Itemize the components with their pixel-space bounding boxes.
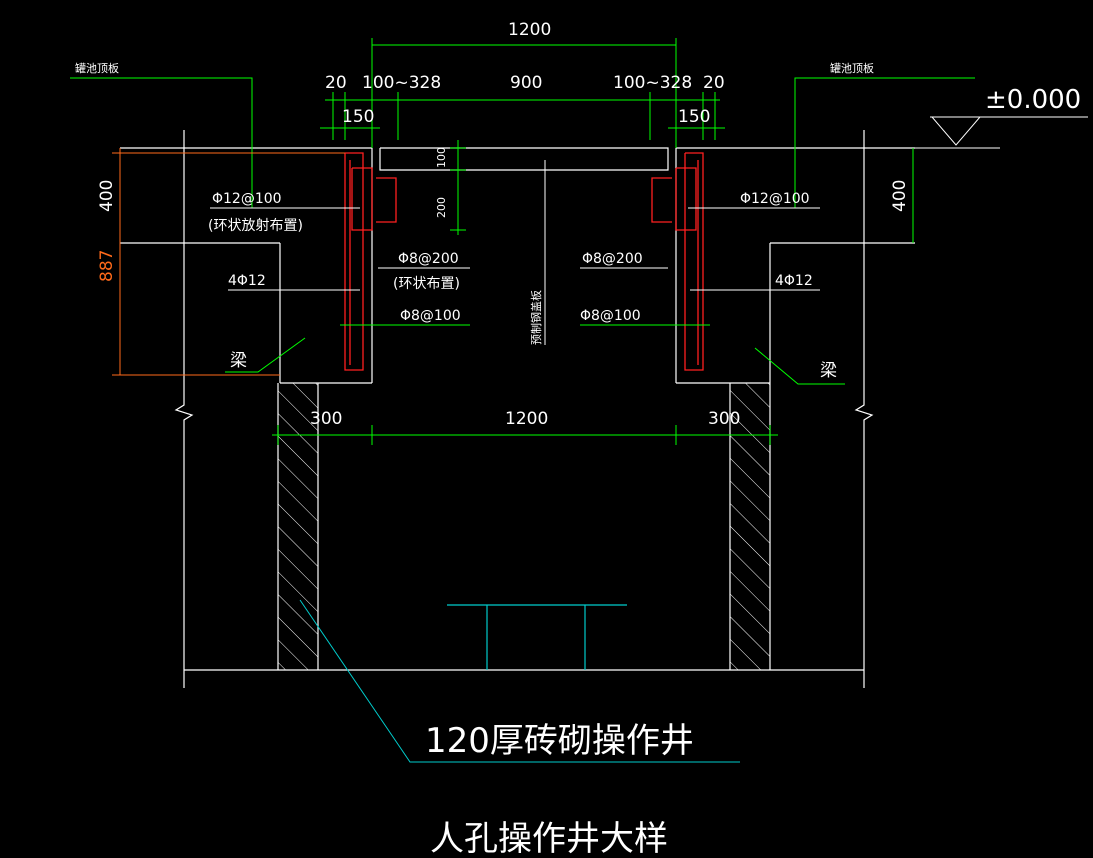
dimension-887 [112,148,345,376]
dim-left-20: 20 [325,73,347,93]
beam-leaders [225,337,845,385]
label-beam-right: 梁 [820,361,837,381]
dim-right-150: 150 [678,107,710,127]
dim-right-400: 400 [890,180,910,212]
dimension-lines [70,38,975,445]
dim-thick-100: 100 [435,147,448,168]
label-elevation: ±0.000 [985,85,1081,115]
dim-top-1200: 1200 [508,20,551,40]
brick-wall-right [730,383,770,670]
support-stand [447,604,627,670]
dim-bottom-1200: 1200 [505,409,548,429]
label-brick-well: 120厚砖砌操作井 [425,721,694,761]
dim-right-20: 20 [703,73,725,93]
dim-bottom-300-left: 300 [310,409,342,429]
rebar-left [344,152,397,371]
label-roof-slab-right: 罐池顶板 [830,61,874,75]
label-cover-plate: 预制钢盖板 [529,290,543,345]
label-rebar-phi12-left-note: (环状放射布置) [208,218,303,234]
dim-left-887: 887 [97,250,117,282]
label-rebar-phi8-100-left: Φ8@100 [400,308,461,324]
label-rebar-4phi12-left: 4Φ12 [228,273,266,289]
dim-left-150: 150 [342,107,374,127]
drawing-title: 人孔操作井大样 [430,819,668,858]
note-leaders [210,116,1088,345]
brick-well-leader [299,599,740,763]
dim-left-400: 400 [97,180,117,212]
label-rebar-phi8-100-right: Φ8@100 [580,308,641,324]
brick-wall-left [278,383,318,670]
dim-center-900: 900 [510,73,542,93]
label-beam-left: 梁 [230,351,247,371]
dim-bottom-300-right: 300 [708,409,740,429]
label-roof-slab-left: 罐池顶板 [75,61,119,75]
label-rebar-phi8-200-right: Φ8@200 [582,251,643,267]
label-rebar-phi12-right: Φ12@100 [740,191,810,207]
rebar-right [651,152,704,371]
label-rebar-phi8-200-left-note: (环状布置) [393,276,460,292]
dim-right-100-328: 100~328 [613,73,692,93]
dim-thick-200: 200 [435,197,448,218]
label-rebar-phi8-200-left: Φ8@200 [398,251,459,267]
label-rebar-4phi12-right: 4Φ12 [775,273,813,289]
label-rebar-phi12-left: Φ12@100 [212,191,282,207]
dim-left-100-328: 100~328 [362,73,441,93]
